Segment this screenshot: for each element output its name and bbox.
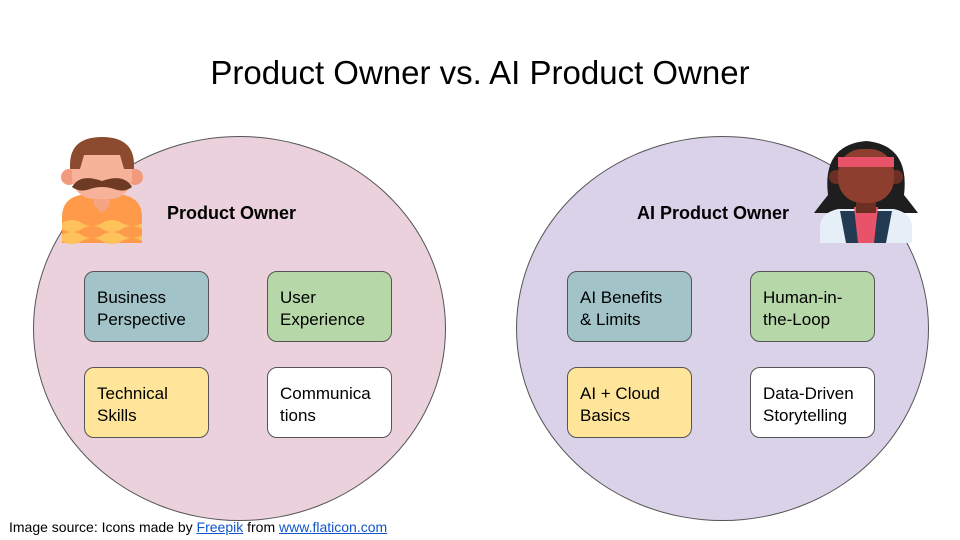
image-source-credit: Image source: Icons made by Freepik from… [9, 519, 387, 535]
skill-line: AI + Cloud [580, 384, 660, 403]
skill-box-technical-skills: Technical Skills [84, 367, 209, 438]
ai-product-owner-heading: AI Product Owner [637, 203, 790, 223]
skill-box-human-in-the-loop: Human-in- the-Loop [750, 271, 875, 342]
skill-line: Data-Driven [763, 384, 854, 403]
skill-box-user-experience: User Experience [267, 271, 392, 342]
man-avatar-icon [61, 137, 143, 244]
product-owner-heading: Product Owner [167, 203, 297, 223]
skill-line: AI Benefits [580, 288, 663, 307]
skill-line: Technical [97, 384, 168, 403]
skill-line: Communica [280, 384, 371, 403]
skill-line: Experience [280, 310, 366, 329]
woman-avatar-icon [814, 141, 918, 243]
slide-title: Product Owner vs. AI Product Owner [210, 54, 750, 91]
skill-line: & Limits [580, 310, 641, 329]
skill-line: tions [280, 406, 316, 425]
skill-box-communications: Communica tions [267, 367, 392, 438]
credit-middle: from [243, 519, 280, 535]
skill-line: the-Loop [763, 310, 831, 329]
freepik-link[interactable]: Freepik [196, 519, 244, 535]
flaticon-link[interactable]: www.flaticon.com [279, 519, 388, 535]
skill-line: Business [97, 288, 166, 307]
skill-box-data-driven-storytelling: Data-Driven Storytelling [750, 367, 875, 438]
skill-box-ai-benefits: AI Benefits & Limits [567, 271, 692, 342]
skill-line: Basics [580, 406, 631, 425]
skill-line: Skills [97, 406, 137, 425]
skill-line: User [280, 288, 316, 307]
skill-line: Storytelling [763, 406, 848, 425]
skill-line: Human-in- [763, 288, 843, 307]
credit-prefix: Image source: Icons made by [9, 519, 197, 535]
skill-box-business-perspective: Business Perspective [84, 271, 209, 342]
skill-line: Perspective [97, 310, 186, 329]
skill-box-ai-cloud-basics: AI + Cloud Basics [567, 367, 692, 438]
